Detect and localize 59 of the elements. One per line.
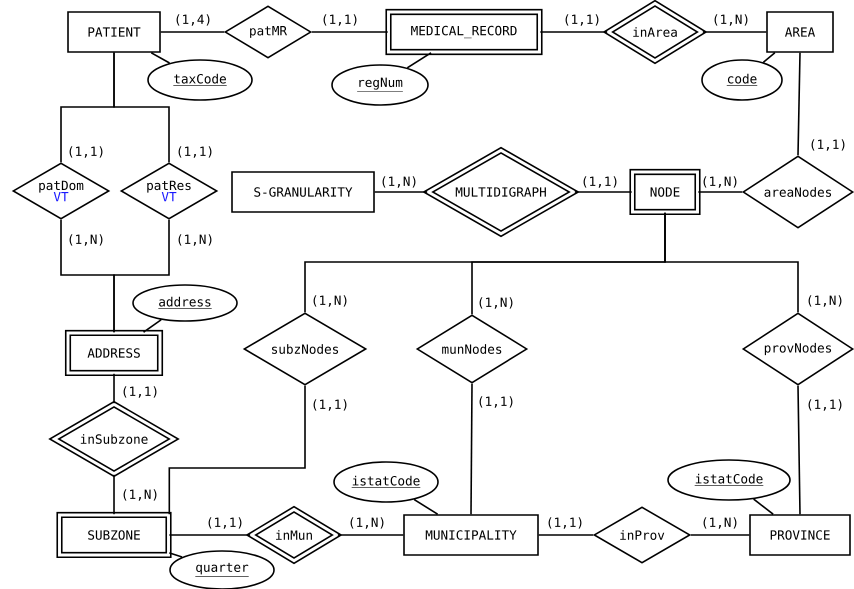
connector-line (470, 384, 473, 514)
cardinality-label: (1,1) (566, 14, 598, 26)
cardinality-label: (1,N) (314, 295, 346, 307)
connector-line (374, 191, 428, 193)
cardinality-label: (1,N) (704, 176, 736, 188)
cardinality-label: (1,1) (324, 14, 356, 26)
connector-line (702, 31, 766, 33)
connector-line (113, 52, 170, 162)
connector-line (338, 534, 404, 536)
cardinality-label: (1,1) (70, 146, 102, 158)
cardinality-label: (1,1) (808, 399, 842, 411)
cardinality-label: (1,1) (548, 517, 582, 529)
cardinality-label: (1,1) (178, 146, 212, 158)
connector-line (690, 534, 750, 536)
cardinality-label: (1,1) (208, 517, 242, 529)
entity-box: PROVINCE (749, 514, 851, 556)
weak-entity-box: ADDRESS (64, 330, 164, 376)
cardinality-label: (1,N) (480, 297, 512, 309)
connector-line (143, 319, 162, 333)
connector-line (574, 191, 632, 193)
cardinality-label: (1,1) (314, 399, 346, 411)
cardinality-label: (1,1) (480, 396, 512, 408)
weak-entity-box: MEDICAL_RECORD (385, 8, 543, 56)
cardinality-label: (1,N) (178, 234, 212, 246)
connector-line (762, 52, 776, 63)
connector-line (169, 534, 250, 536)
cardinality-label: (1,1) (124, 386, 156, 398)
weak-entity-box: NODE (629, 168, 701, 216)
entity-box: MUNICIPALITY (403, 514, 539, 556)
connector-line (113, 474, 115, 514)
connector-line (698, 191, 742, 193)
connector-line (540, 31, 608, 33)
connector-line (169, 552, 182, 558)
cardinality-label: (1,N) (382, 176, 416, 188)
cardinality-label: (1,N) (704, 517, 736, 529)
connector-line (160, 31, 224, 33)
connector-line (150, 52, 170, 64)
connector-line (538, 534, 594, 536)
cardinality-label: (1,1) (584, 176, 616, 188)
connector-line (312, 31, 388, 33)
cardinality-label: (1,N) (124, 489, 156, 501)
connector-line (753, 498, 774, 515)
connector-line (168, 386, 306, 514)
connector-line (797, 52, 801, 156)
weak-entity-box: SUBZONE (56, 512, 172, 558)
cardinality-label: (1,N) (808, 295, 842, 307)
cardinality-label: (1,N) (350, 517, 384, 529)
cardinality-label: (1,4) (176, 14, 210, 26)
cardinality-label: (1,1) (812, 139, 844, 151)
cardinality-label: (1,N) (70, 234, 102, 246)
entity-box: S-GRANULARITY (231, 171, 375, 213)
entity-box: PATIENT (67, 11, 161, 53)
connector-line (664, 212, 799, 312)
cardinality-label: (1,N) (714, 14, 748, 26)
connector-line (113, 220, 170, 332)
entity-box: AREA (766, 11, 834, 53)
connector-line (406, 52, 432, 68)
connector-line (113, 374, 115, 404)
connector-line (797, 386, 801, 514)
